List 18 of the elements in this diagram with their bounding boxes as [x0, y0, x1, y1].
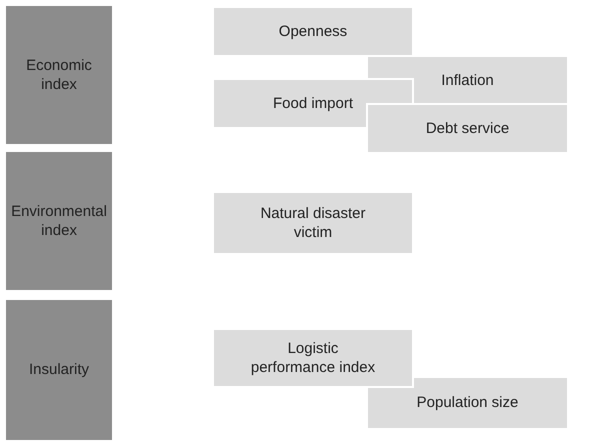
box-label: Openness — [278, 22, 348, 42]
category-box — [6, 300, 112, 440]
indicator-box — [212, 191, 414, 255]
box-label: Food import — [272, 94, 354, 114]
box-label: Insularity — [28, 360, 90, 380]
indicator-box — [212, 6, 414, 57]
category-box — [6, 152, 112, 290]
indicator-box — [366, 376, 569, 430]
indicator-box — [212, 328, 414, 388]
box-label: Economic index — [25, 56, 93, 94]
box-label: Natural disaster victim — [259, 204, 367, 242]
indicator-box — [366, 103, 569, 154]
box-label: Population size — [416, 393, 518, 413]
box-label: Environmental index — [11, 202, 107, 240]
box-label: Inflation — [441, 70, 494, 90]
box-label: Logistic performance index — [250, 338, 376, 378]
box-label: Debt service — [426, 118, 510, 138]
category-box — [6, 6, 112, 144]
